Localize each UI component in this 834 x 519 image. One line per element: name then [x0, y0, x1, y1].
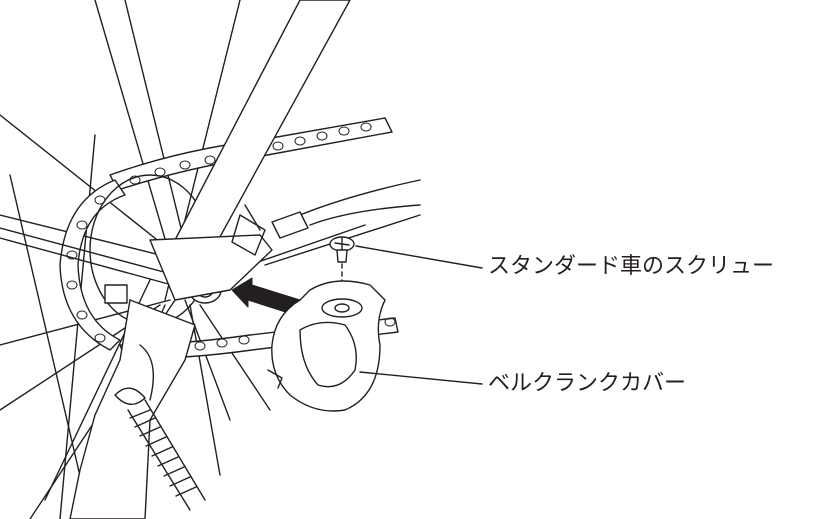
cover-callout-label: ベルクランクカバー [488, 371, 687, 396]
screw-callout-label: スタンダード車のスクリュー [488, 254, 775, 279]
screw [329, 236, 355, 263]
cover-leader-line [359, 371, 483, 385]
kickstand [69, 299, 196, 519]
hub-axle [104, 204, 273, 304]
bell-crank-cover [267, 280, 386, 412]
brake-cable [271, 179, 421, 239]
spring [114, 387, 206, 511]
screw-leader-line [355, 245, 483, 269]
